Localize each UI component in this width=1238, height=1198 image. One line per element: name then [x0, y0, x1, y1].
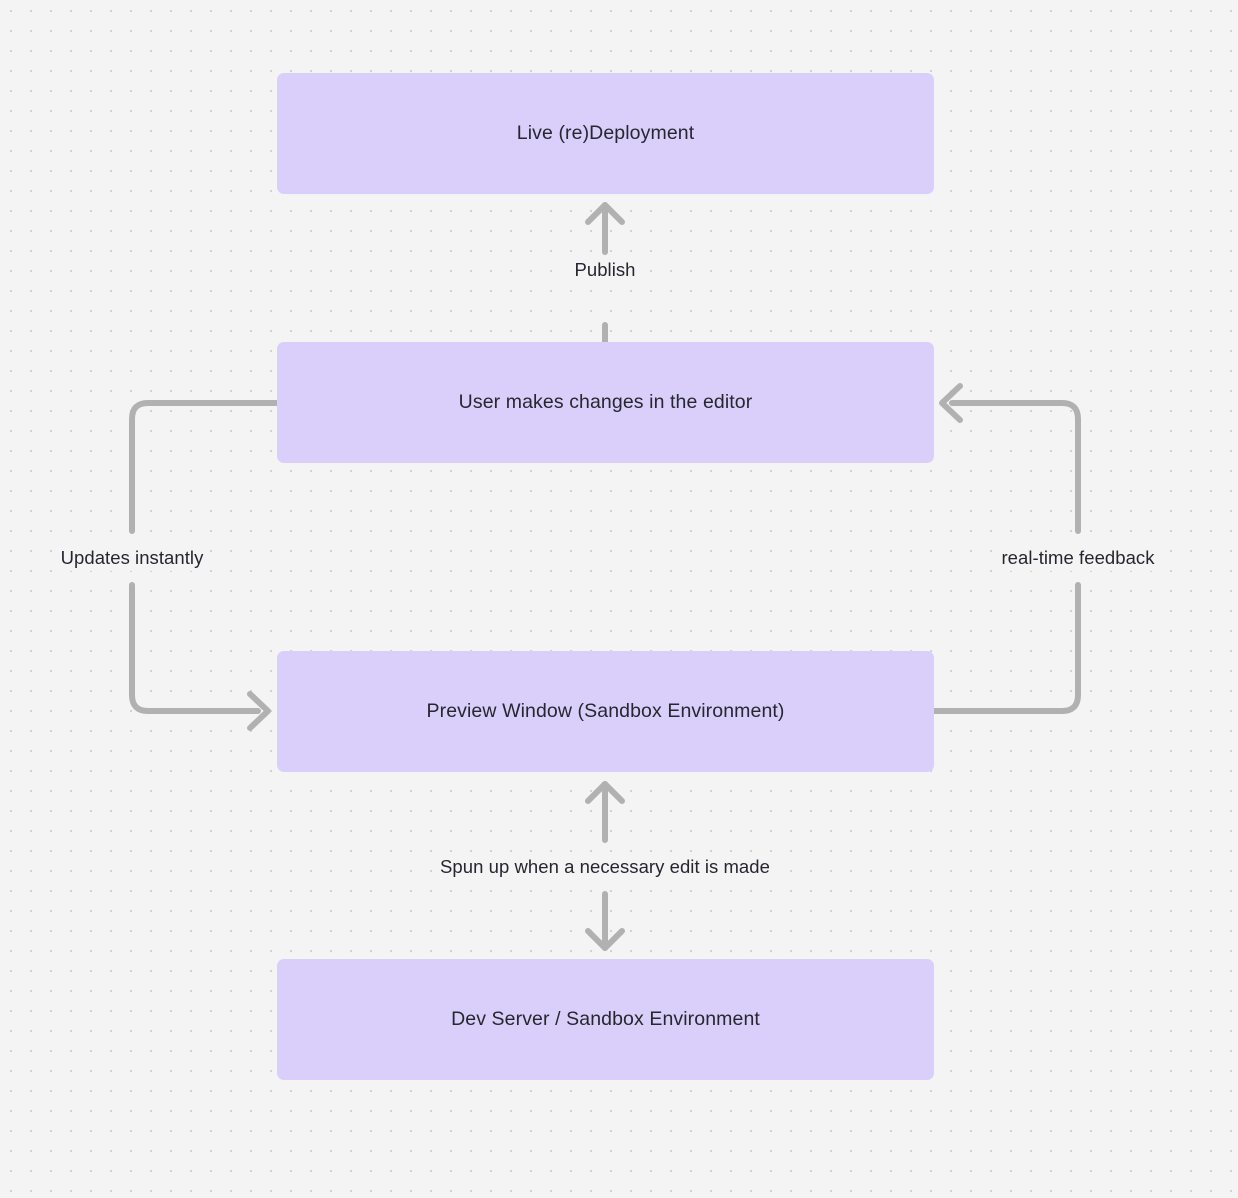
edge-realtime-feedback-lower-segment — [931, 582, 1081, 714]
edge-realtime-feedback-arrowhead-icon — [939, 383, 963, 423]
edge-updates-instantly-upper-segment — [129, 400, 280, 534]
edge-spun-up-bottom-arrowhead-icon — [585, 928, 625, 951]
edge-label-publish[interactable]: Publish — [569, 256, 641, 284]
node-preview-window-label: Preview Window (Sandbox Environment) — [426, 700, 785, 723]
node-dev-server-label: Dev Server / Sandbox Environment — [451, 1008, 760, 1031]
node-live-deployment-label: Live (re)Deployment — [516, 122, 695, 145]
edge-realtime-feedback-upper-segment — [949, 400, 1081, 534]
node-preview-window[interactable]: Preview Window (Sandbox Environment) — [277, 651, 934, 772]
node-dev-server[interactable]: Dev Server / Sandbox Environment — [277, 959, 934, 1080]
edge-label-updates-instantly[interactable]: Updates instantly — [55, 544, 209, 572]
edge-label-spun-up[interactable]: Spun up when a necessary edit is made — [435, 853, 775, 881]
edge-spun-up-top-arrowhead-icon — [585, 781, 625, 804]
edge-publish-arrowhead-icon — [585, 202, 625, 225]
node-user-makes-changes-label: User makes changes in the editor — [458, 391, 753, 414]
node-live-deployment[interactable]: Live (re)Deployment — [277, 73, 934, 194]
edge-label-realtime-feedback[interactable]: real-time feedback — [996, 544, 1160, 572]
edge-updates-instantly-arrowhead-icon — [247, 691, 271, 731]
node-user-makes-changes[interactable]: User makes changes in the editor — [277, 342, 934, 463]
edge-updates-instantly-lower-segment — [129, 582, 261, 714]
